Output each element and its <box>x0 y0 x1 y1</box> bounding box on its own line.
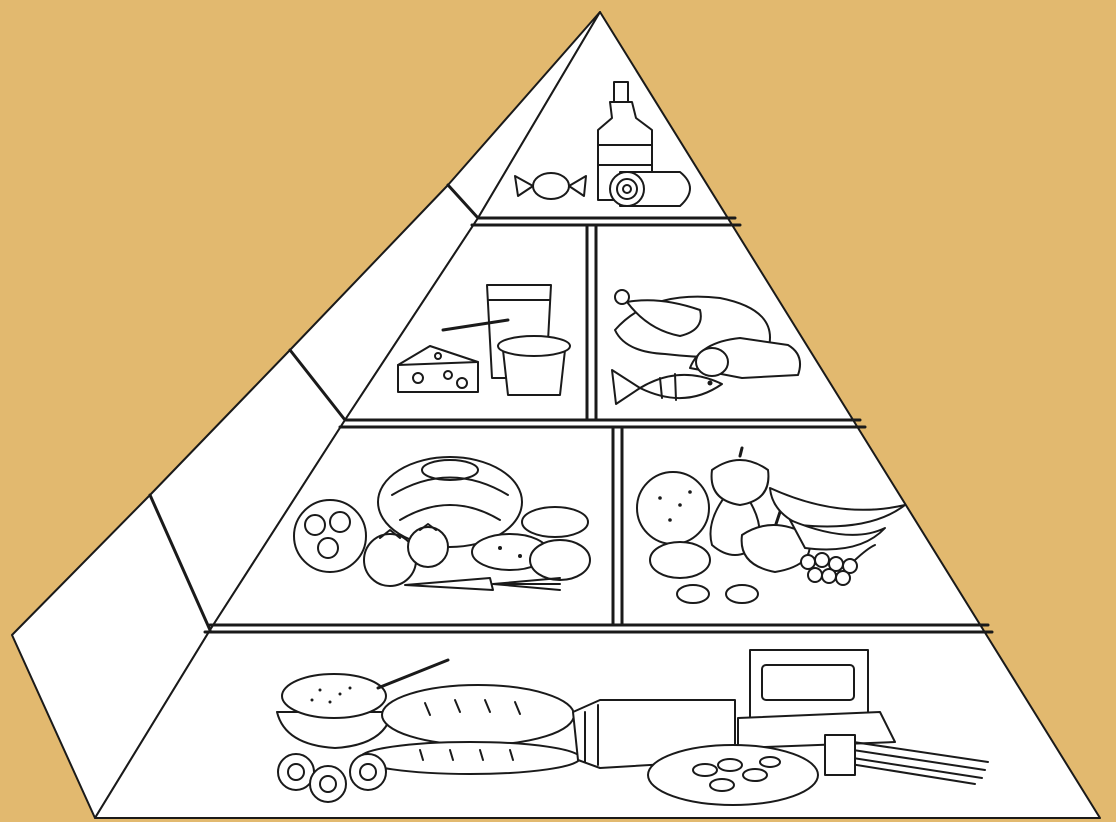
peanuts-plate-icon <box>648 745 818 805</box>
cauliflower-icon <box>294 500 366 572</box>
lemon-icon <box>650 542 710 578</box>
yogurt-cup-icon <box>498 336 570 395</box>
cabbage-icon <box>378 457 522 547</box>
pastry-roll-icon <box>610 172 690 206</box>
orange-icon <box>637 472 709 544</box>
